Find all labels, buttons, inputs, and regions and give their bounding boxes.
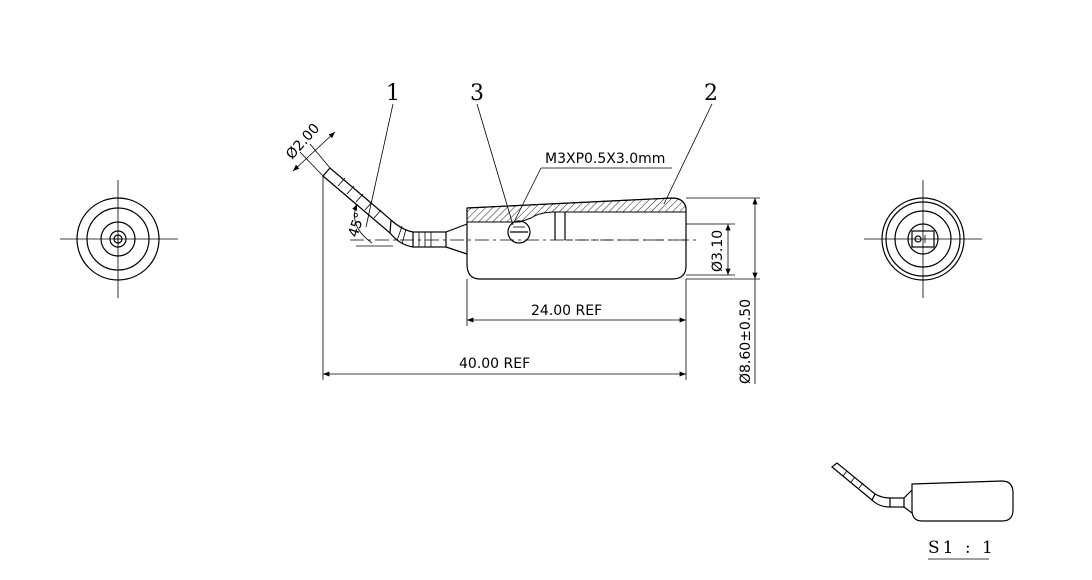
scale-label: S1 : 1 [928,538,996,558]
body-section [350,197,700,280]
callout-leaders [365,103,713,228]
angle-label: 45° [346,211,369,240]
total-length-dimension [322,176,687,380]
tip-diameter-dimension [292,131,336,177]
main-side-view [322,167,700,280]
bore-diameter-label: Ø3.10 [710,230,726,272]
tip-diameter-label: Ø2.00 [283,121,323,163]
left-end-view [60,180,178,298]
bore-diameter-dimension [686,223,735,276]
body-length-label: 24.00 REF [531,303,602,319]
callout-3: 3 [470,81,484,106]
bent-tip [322,167,414,248]
thread-label: M3XP0.5X3.0mm [545,151,665,167]
right-end-view [864,180,982,298]
neck [412,223,468,255]
total-length-label: 40.00 REF [459,356,530,372]
thread-leader [513,167,672,223]
callout-1: 1 [386,81,400,106]
callout-2: 2 [704,81,718,106]
body-diameter-label: Ø8.60±0.50 [738,299,754,384]
angle-dimension [352,203,393,247]
scale-thumbnail [831,462,1014,522]
body-length-dimension [466,279,687,326]
body-diameter-dimension [686,197,760,384]
